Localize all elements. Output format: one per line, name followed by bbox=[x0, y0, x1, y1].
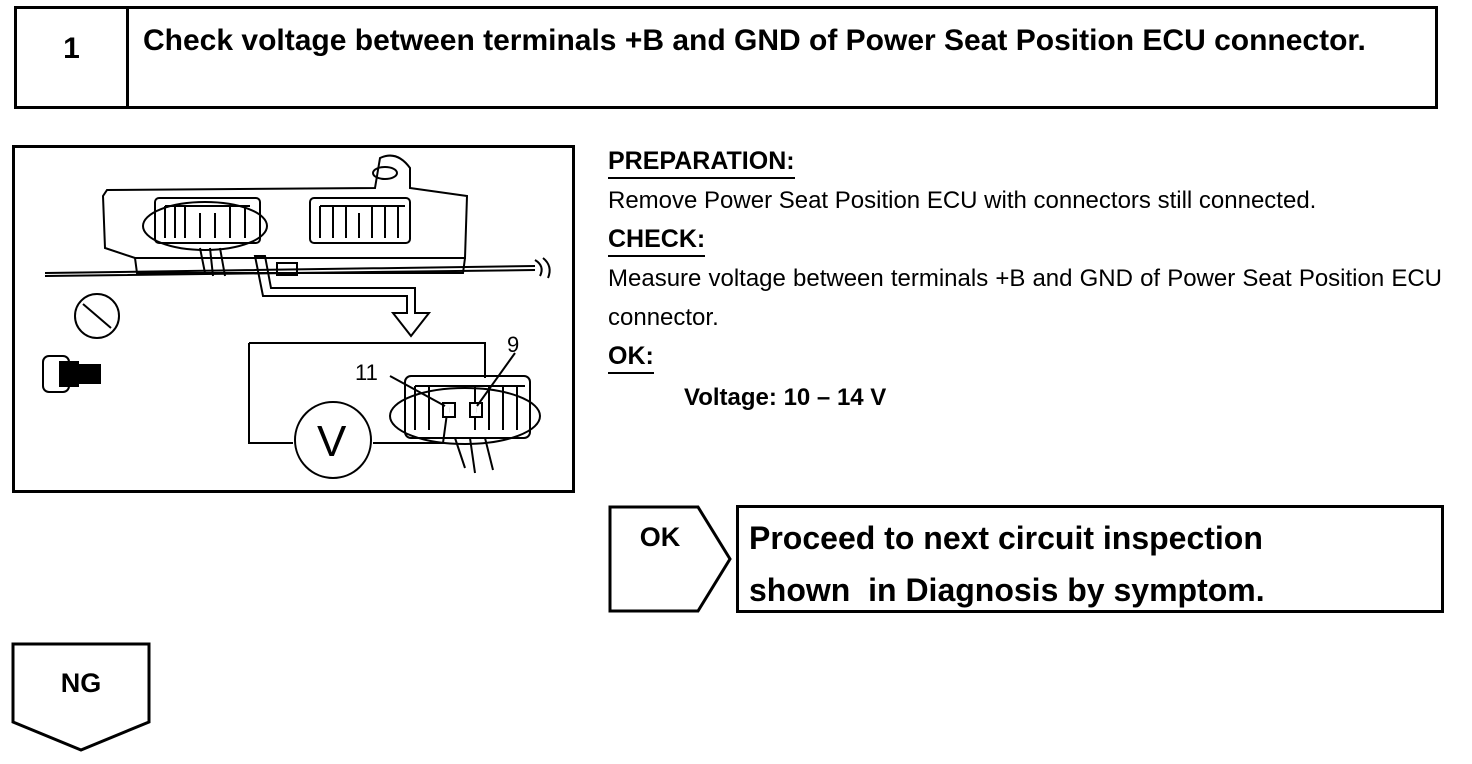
ecu-connector-closeup bbox=[404, 375, 531, 439]
ok-result-line2: shown in Diagnosis by symptom. bbox=[749, 572, 1265, 608]
preparation-text: Remove Power Seat Position ECU with conn… bbox=[608, 187, 1317, 214]
ecu-diagram: 11 9 V bbox=[42, 154, 551, 479]
terminal-9-leader bbox=[476, 352, 516, 407]
right-connector bbox=[309, 197, 411, 244]
closeup-wires bbox=[454, 437, 494, 474]
wire-end bbox=[534, 257, 551, 279]
left-connector bbox=[154, 197, 261, 244]
meter-circuit bbox=[248, 342, 486, 444]
ng-label: NG bbox=[60, 668, 102, 698]
ok-result-box: Proceed to next circuit inspection shown… bbox=[736, 505, 1444, 613]
pointer-arrow bbox=[253, 255, 432, 338]
check-text: Measure voltage between terminals +B and… bbox=[608, 265, 1442, 331]
meter-symbol: V bbox=[317, 417, 347, 466]
voltmeter-icon bbox=[294, 401, 372, 479]
ok-arrow-box bbox=[608, 505, 732, 613]
voltage-spec: Voltage: 10 – 14 V bbox=[684, 384, 887, 411]
terminal-11-leader bbox=[389, 375, 446, 407]
check-heading: CHECK: bbox=[608, 223, 706, 257]
ecu-body bbox=[101, 154, 469, 259]
ok-heading: OK: bbox=[608, 340, 654, 374]
step-header: 1 Check voltage between terminals +B and… bbox=[14, 6, 1438, 109]
ok-result-line1: Proceed to next circuit inspection bbox=[749, 520, 1263, 556]
ecu-illustration: 11 9 V bbox=[12, 145, 575, 493]
terminal-label-11: 11 bbox=[355, 360, 378, 385]
preparation-heading: PREPARATION: bbox=[608, 145, 795, 179]
terminal-label-9: 9 bbox=[507, 332, 519, 357]
ok-label: OK bbox=[639, 522, 681, 552]
left-connector-harness bbox=[142, 201, 268, 251]
ignition-off-icon bbox=[74, 293, 120, 339]
connector-harness-closeup bbox=[389, 387, 541, 445]
mounting-hole bbox=[372, 166, 398, 180]
base-plate bbox=[44, 265, 536, 277]
ng-arrow-box bbox=[11, 642, 151, 752]
harness-wires bbox=[199, 247, 226, 277]
step-number: 1 bbox=[17, 9, 129, 106]
step-title: Check voltage between terminals +B and G… bbox=[143, 24, 1366, 57]
instructions: PREPARATION: Remove Power Seat Position … bbox=[608, 142, 1442, 417]
